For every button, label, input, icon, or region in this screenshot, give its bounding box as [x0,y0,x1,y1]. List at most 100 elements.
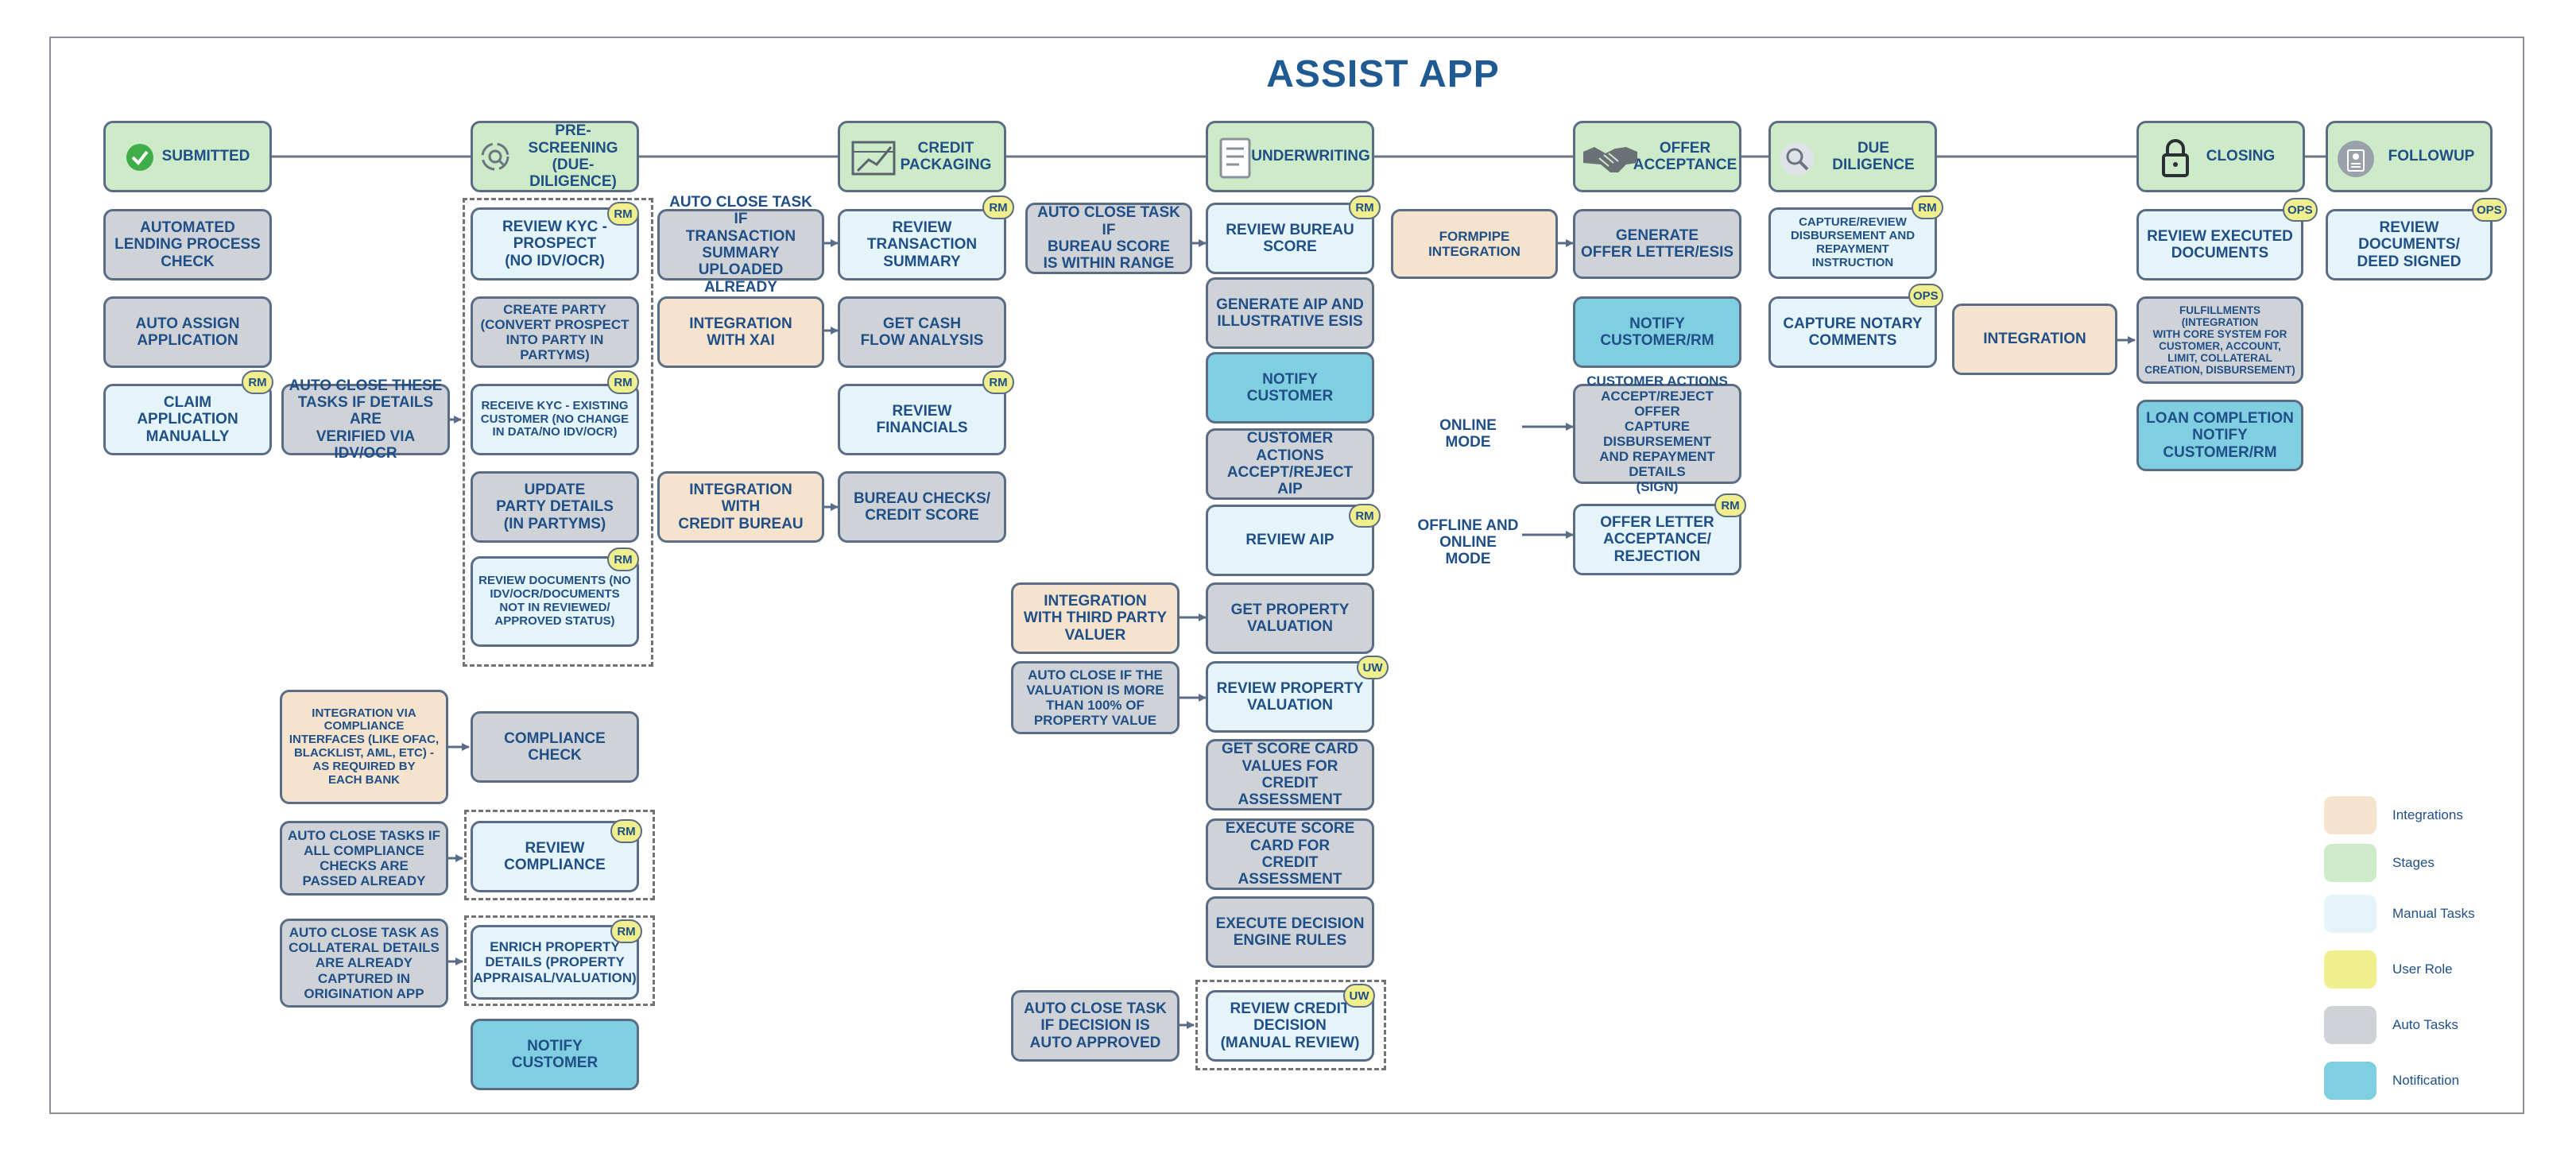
task-auto-close-idv: AUTO CLOSE THESE TASKS IF DETAILS ARE VE… [281,377,450,462]
handshake-icon [1582,141,1639,176]
task-review-bureau-score: REVIEW BUREAU SCORE [1206,203,1374,274]
task-enrich-property: ENRICH PROPERTY DETAILS (PROPERTY APPRAI… [471,925,639,1000]
legend-swatch-integrations [2324,796,2377,834]
task-notify-customer-uw: NOTIFY CUSTOMER [1206,352,1374,424]
stage-label: DUE DILIGENCE [1832,139,1915,173]
legend-label-notification: Notification [2392,1073,2460,1088]
task-capture-review-disbursement: CAPTURE/REVIEW DISBURSEMENT AND REPAYMEN… [1768,207,1937,279]
review-compliance-group [464,810,655,900]
task-get-cash-flow: GET CASH FLOW ANALYSIS [838,296,1006,368]
task-notify-customer-rm: NOTIFY CUSTOMER/RM [1573,296,1741,368]
stage-credit-packaging: CREDIT PACKAGING [838,121,1006,192]
stage-closing: CLOSING [2136,121,2305,192]
task-integration-third-party: INTEGRATION WITH THIRD PARTY VALUER [1011,582,1180,654]
task-review-executed-docs: REVIEW EXECUTED DOCUMENTS [2136,209,2303,281]
offline-online-mode-label: OFFLINE AND ONLINE MODE [1417,517,1519,567]
role-badge-uw: UW [1357,656,1389,679]
legend-swatch-user-role [2324,950,2377,989]
task-review-property-valuation: REVIEW PROPERTY VALUATION [1206,661,1374,733]
task-review-aip: REVIEW AIP [1206,505,1374,576]
diagram-title: ASSIST APP [1266,53,1500,95]
role-badge-uw: UW [1343,984,1375,1008]
check-circle-icon [125,142,155,172]
task-compliance-check: COMPLIANCE CHECK [471,711,639,783]
legend-label-auto-tasks: Auto Tasks [2392,1017,2458,1032]
role-badge-rm: RM [242,370,273,394]
legend-label-stages: Stages [2392,855,2435,870]
task-formpipe-integration: FORMPIPE INTEGRATION [1391,209,1558,279]
stage-pre-screening: PRE-SCREENING (DUE-DILIGENCE) [471,121,639,192]
task-customer-actions-offer: CUSTOMER ACTIONS ACCEPT/REJECT OFFER CAP… [1573,373,1741,494]
task-bureau-checks: BUREAU CHECKS/ CREDIT SCORE [838,471,1006,543]
document-chart-icon [851,139,896,177]
stage-label: FOLLOWUP [2388,148,2475,165]
legend-label-user-role: User Role [2392,961,2453,977]
task-integration-xai: INTEGRATION WITH XAI [657,296,824,368]
task-execute-decision: EXECUTE DECISION ENGINE RULES [1206,896,1374,968]
review-credit-decision-group [1195,980,1386,1070]
task-get-property-valuation: GET PROPERTY VALUATION [1206,582,1374,654]
stage-submitted: SUBMITTED [103,121,272,192]
magnifier-icon [1779,141,1815,177]
task-notify-customer-pre: NOTIFY CUSTOMER [471,1019,639,1090]
legend-label-integrations: Integrations [2392,807,2463,822]
task-create-party: CREATE PARTY (CONVERT PROSPECT INTO PART… [471,296,639,368]
task-integration-bureau: INTEGRATION WITH CREDIT BUREAU [657,471,824,543]
role-badge-rm: RM [982,370,1014,394]
task-offer-letter-acceptance: OFFER LETTER ACCEPTANCE/ REJECTION [1573,504,1741,575]
task-integration-dd: INTEGRATION [1952,304,2117,375]
stage-label: SUBMITTED [161,148,250,165]
task-receive-kyc: RECEIVE KYC - EXISTING CUSTOMER (NO CHAN… [471,384,639,455]
task-auto-close-decision: AUTO CLOSE TASK IF DECISION IS AUTO APPR… [1011,990,1180,1062]
task-auto-close-bureau: AUTO CLOSE TASK IF BUREAU SCORE IS WITHI… [1025,203,1192,274]
stage-offer-acceptance: OFFER ACCEPTANCE [1573,121,1741,192]
lock-icon [2161,139,2190,177]
role-badge-rm: RM [1912,195,1943,219]
role-badge-rm: RM [607,370,639,394]
stage-due-diligence: DUE DILIGENCE [1768,121,1937,192]
task-claim-manually: CLAIM APPLICATION MANUALLY [103,384,272,455]
role-badge-ops: OPS [2283,198,2318,222]
person-checklist-icon [2336,139,2376,179]
task-review-credit-decision: REVIEW CREDIT DECISION (MANUAL REVIEW) [1206,990,1374,1062]
stage-label: PRE-SCREENING (DUE-DILIGENCE) [528,122,618,191]
stage-label: UNDERWRITING [1251,148,1370,165]
stage-followup: FOLLOWUP [2326,121,2493,192]
role-badge-rm: RM [610,919,642,943]
legend-swatch-notification [2324,1062,2377,1100]
legend-label-manual-tasks: Manual Tasks [2392,906,2475,921]
role-badge-ops: OPS [1908,284,1943,308]
role-badge-rm: RM [607,202,639,226]
document-icon [1218,137,1253,179]
task-auto-close-compliance: AUTO CLOSE TASKS IF ALL COMPLIANCE CHECK… [280,821,448,896]
task-review-documents-pre: REVIEW DOCUMENTS (NO IDV/OCR/DOCUMENTS N… [471,556,639,647]
task-capture-notary: CAPTURE NOTARY COMMENTS [1768,296,1937,368]
role-badge-rm: RM [1714,493,1746,517]
task-fulfillments: FULFILLMENTS (INTEGRATION WITH CORE SYST… [2136,296,2303,384]
task-update-party: UPDATE PARTY DETAILS (IN PARTYMS) [471,471,639,543]
task-review-financials: REVIEW FINANCIALS [838,384,1006,455]
legend-swatch-stages [2324,844,2377,882]
task-generate-offer-letter: GENERATE OFFER LETTER/ESIS [1573,209,1741,279]
task-auto-close-txn: AUTO CLOSE TASK IF TRANSACTION SUMMARY U… [657,194,824,296]
task-review-docs-deed: REVIEW DOCUMENTS/ DEED SIGNED [2326,209,2493,281]
role-badge-rm: RM [610,819,642,843]
pre-screening-group [463,198,653,667]
task-integration-compliance: INTEGRATION VIA COMPLIANCE INTERFACES (L… [280,690,448,804]
task-execute-score-card: EXECUTE SCORE CARD FOR CREDIT ASSESSMENT [1206,818,1374,890]
task-auto-close-collateral: AUTO CLOSE TASK AS COLLATERAL DETAILS AR… [280,919,448,1008]
task-auto-close-valuation: AUTO CLOSE IF THE VALUATION IS MORE THAN… [1011,661,1180,734]
task-customer-actions-aip: CUSTOMER ACTIONS ACCEPT/REJECT AIP [1206,428,1374,500]
diagram-frame [49,37,2524,1114]
legend-swatch-manual-tasks [2324,895,2377,933]
role-badge-rm: RM [1349,195,1381,219]
task-review-compliance: REVIEW COMPLIANCE [471,821,639,892]
stage-label: CREDIT PACKAGING [900,139,992,173]
online-mode-label: ONLINE MODE [1439,417,1497,451]
role-badge-rm: RM [1349,504,1381,528]
enrich-property-group [464,915,655,1006]
task-automated-lending-check: AUTOMATED LENDING PROCESS CHECK [103,209,272,281]
role-badge-rm: RM [607,547,639,571]
task-loan-completion: LOAN COMPLETION NOTIFY CUSTOMER/RM [2136,400,2303,471]
